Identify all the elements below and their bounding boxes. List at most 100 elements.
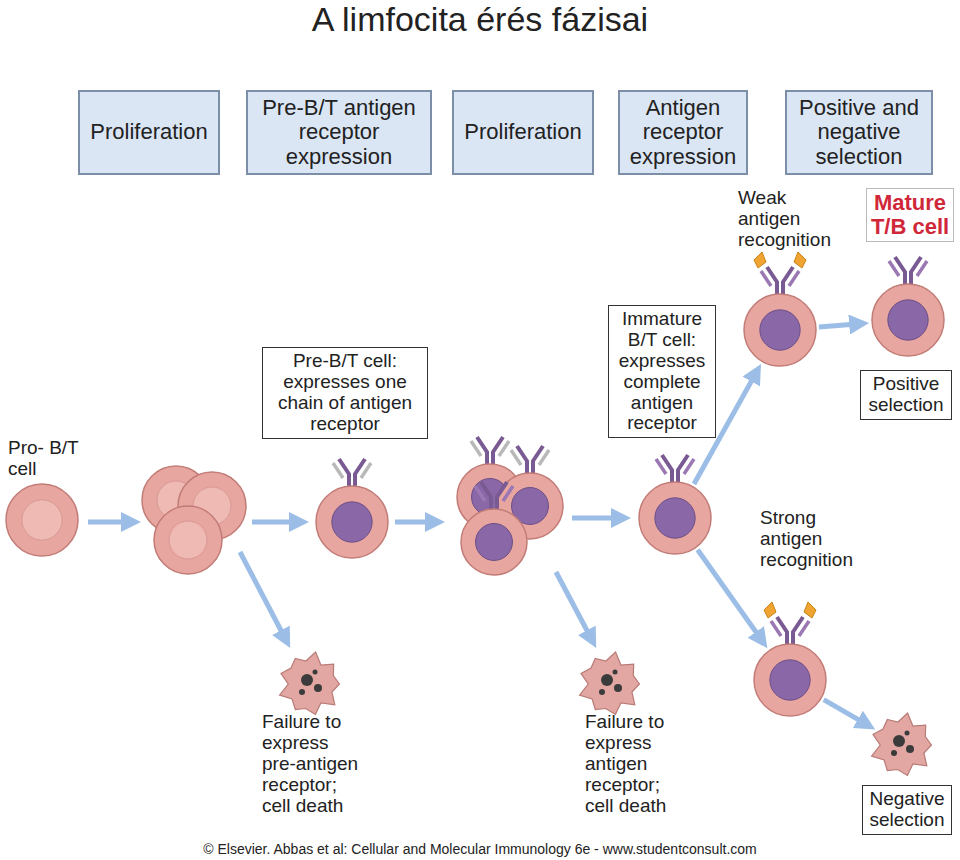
cell-part xyxy=(744,294,816,366)
cell-part xyxy=(655,498,695,538)
node-label: Failure to express antigen receptor; cel… xyxy=(585,712,689,816)
node-label: Immature B/T cell: expresses complete an… xyxy=(608,305,716,438)
cell-part xyxy=(872,713,932,775)
phase-header: Proliferation xyxy=(78,90,220,175)
flow-arrow xyxy=(572,516,622,521)
cell-part xyxy=(332,502,372,542)
cell-part xyxy=(511,450,521,465)
flow-arrow xyxy=(698,550,763,641)
cell-part xyxy=(771,621,781,636)
phase-header: Pre-B/T antigen receptor expression xyxy=(246,90,432,175)
node-label: Weak antigen recognition xyxy=(738,188,848,251)
flow-arrow xyxy=(395,520,436,525)
cell-part xyxy=(754,252,766,268)
cell-part xyxy=(799,621,809,636)
death-arrow xyxy=(556,572,592,640)
cell-part xyxy=(22,500,62,540)
cell-drawing xyxy=(840,669,960,783)
cell-part xyxy=(754,644,826,716)
flow-arrow xyxy=(252,520,300,525)
header-text: Proliferation xyxy=(460,118,585,146)
cell-part xyxy=(893,735,905,747)
cell-part xyxy=(313,670,318,675)
cell-part xyxy=(333,463,343,478)
cell-part xyxy=(503,486,513,501)
header-text: Proliferation xyxy=(86,118,211,146)
cell-part xyxy=(601,674,613,686)
cell-part xyxy=(639,482,711,554)
cell-node: Negative selection xyxy=(858,708,954,838)
cell-part xyxy=(471,441,481,456)
phase-header: Antigen receptor expression xyxy=(618,90,748,175)
cell-drawing xyxy=(710,246,850,376)
copyright-caption: © Elsevier. Abbas et al: Cellular and Mo… xyxy=(0,841,960,857)
cell-part xyxy=(154,506,222,574)
cell-part xyxy=(761,271,771,286)
cell-part xyxy=(613,670,618,675)
cell-node: Mature T/B cell xyxy=(862,186,956,358)
cell-part xyxy=(280,652,340,714)
cell-drawing xyxy=(548,608,672,722)
cell-drawing xyxy=(605,434,745,564)
cell-part xyxy=(906,745,914,753)
cell-part xyxy=(314,684,322,692)
node-label: Strong antigen recognition xyxy=(760,508,870,571)
cell-part xyxy=(794,252,806,268)
cell-part xyxy=(316,486,388,558)
cell-drawing xyxy=(838,236,960,366)
flow-arrow xyxy=(819,324,860,327)
cell-part xyxy=(299,689,305,695)
cell-part xyxy=(361,463,371,478)
cell-part xyxy=(770,660,810,700)
page-title: A limfocita érés fázisai xyxy=(0,0,960,39)
cell-part xyxy=(475,486,485,501)
cell-node: Weak antigen recognition xyxy=(736,186,850,368)
cell-part xyxy=(499,441,509,456)
label-box: Positive selection xyxy=(858,368,954,422)
cell-part xyxy=(764,602,776,618)
cell-node: Failure to express pre-antigen receptor;… xyxy=(258,652,388,820)
cell-part xyxy=(476,524,513,561)
cell-part xyxy=(889,261,899,276)
cell-part xyxy=(804,602,816,618)
node-label: Negative selection xyxy=(862,785,952,835)
cell-part xyxy=(905,731,910,736)
cell-part xyxy=(169,521,207,559)
node-label: Pre-B/T cell: expresses one chain of ant… xyxy=(262,347,428,439)
cell-part xyxy=(301,674,313,686)
cell-node: Failure to express antigen receptor; cel… xyxy=(581,652,711,820)
cell-part xyxy=(917,261,927,276)
cell-part xyxy=(580,652,640,714)
cell-part xyxy=(614,684,622,692)
node-label: Pro- B/T cell xyxy=(8,438,88,480)
cell-node: Pre-B/T cell: expresses one chain of ant… xyxy=(260,345,430,560)
node-label: Mature T/B cell xyxy=(866,188,954,242)
node-label: Positive selection xyxy=(860,370,952,420)
cell-drawing xyxy=(720,596,860,726)
header-text: Antigen receptor expression xyxy=(620,94,746,171)
cell-node: Strong antigen recognition xyxy=(758,506,872,718)
cell-part xyxy=(656,459,666,474)
cell-part xyxy=(539,450,549,465)
flow-arrow xyxy=(824,700,868,725)
cell-part xyxy=(760,310,800,350)
cell-part xyxy=(789,271,799,286)
cell-part xyxy=(6,484,78,556)
flow-arrow xyxy=(88,520,132,525)
cell-node: Pro- B/T cell xyxy=(4,436,88,560)
phase-header: Proliferation xyxy=(452,90,594,175)
cell-part xyxy=(872,284,944,356)
cell-part xyxy=(684,459,694,474)
header-text: Pre-B/T antigen receptor expression xyxy=(248,94,430,171)
cell-node: Immature B/T cell: expresses complete an… xyxy=(606,303,718,557)
cell-part xyxy=(891,750,897,756)
cell-drawing xyxy=(248,608,372,722)
node-label: Failure to express pre-antigen receptor;… xyxy=(262,712,366,816)
phase-header: Positive and negative selection xyxy=(785,90,933,175)
header-text: Positive and negative selection xyxy=(787,94,931,171)
cell-part xyxy=(599,689,605,695)
death-arrow xyxy=(240,552,286,640)
cell-part xyxy=(461,509,527,575)
cell-part xyxy=(888,300,928,340)
cell-drawing xyxy=(282,438,422,568)
